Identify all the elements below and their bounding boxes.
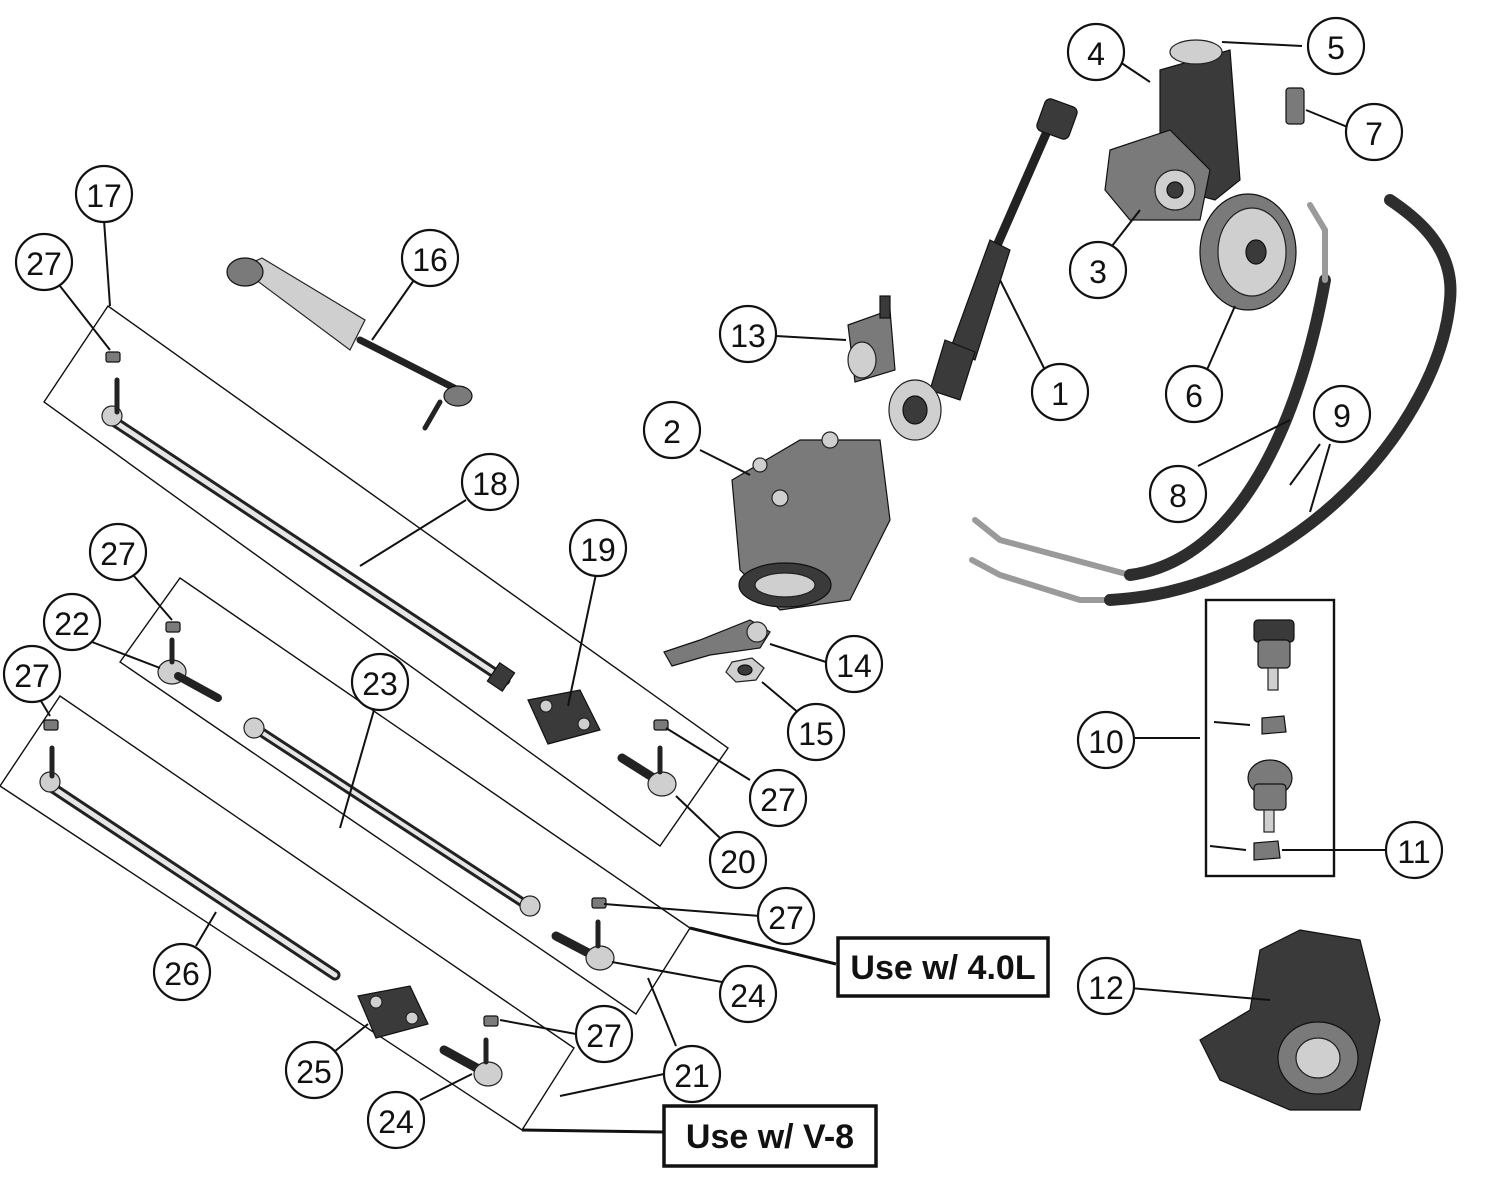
callout-13: 13 xyxy=(718,304,778,364)
steering-knuckle-part xyxy=(1199,929,1381,1111)
steering-stabilizer-part xyxy=(226,257,473,431)
callout-6: 6 xyxy=(1164,364,1224,424)
callout-3-text: 3 xyxy=(1089,254,1107,290)
callout-20-text: 20 xyxy=(720,844,756,880)
pressure-hose-part xyxy=(972,202,1331,581)
callout-7: 7 xyxy=(1344,102,1404,162)
callout-2-text: 2 xyxy=(663,414,681,450)
callout-26-text: 26 xyxy=(164,956,200,992)
callout-1: 1 xyxy=(1030,362,1090,422)
return-hose-part xyxy=(969,194,1457,606)
callout-8: 8 xyxy=(1148,464,1208,524)
callout-16-text: 16 xyxy=(412,242,448,278)
callout-21: 21 xyxy=(662,1044,722,1104)
label-v8-text: Use w/ V-8 xyxy=(686,1118,854,1156)
callout-27-f: 27 xyxy=(574,1004,634,1064)
callout-1-text: 1 xyxy=(1051,376,1069,412)
callout-27-e: 27 xyxy=(756,886,816,946)
callout-8-text: 8 xyxy=(1169,478,1187,514)
callout-27-c-text: 27 xyxy=(14,658,50,694)
kit-frame-ball-joints xyxy=(1204,598,1336,878)
callout-26: 26 xyxy=(152,942,212,1002)
callout-15: 15 xyxy=(786,702,846,762)
adjusting-sleeve-part xyxy=(527,689,601,745)
callout-6-text: 6 xyxy=(1185,378,1203,414)
callout-25: 25 xyxy=(284,1040,344,1100)
callout-17-text: 17 xyxy=(86,178,122,214)
callout-25-text: 25 xyxy=(296,1054,332,1090)
tie-rod-26-part xyxy=(39,745,341,981)
upper-ball-joint-part xyxy=(1213,619,1295,735)
pitman-arm-part xyxy=(663,619,771,667)
leader-lines xyxy=(37,41,1390,1134)
shaft-coupler-part xyxy=(847,295,896,383)
label-4-0l-text: Use w/ 4.0L xyxy=(850,949,1035,987)
callout-27-e-text: 27 xyxy=(768,900,804,936)
callout-13-text: 13 xyxy=(730,318,766,354)
power-steering-pump-part xyxy=(1104,39,1241,221)
drag-link-part xyxy=(243,717,541,917)
callout-7-text: 7 xyxy=(1365,116,1383,152)
callout-12-text: 12 xyxy=(1088,970,1124,1006)
callout-11: 11 xyxy=(1384,820,1444,880)
pitman-nut-part xyxy=(725,657,765,683)
tie-rod-part xyxy=(101,377,516,692)
pump-pulley-part xyxy=(1199,193,1297,311)
callout-14: 14 xyxy=(824,634,884,694)
castle-nut-part xyxy=(43,351,669,1027)
callout-4-text: 4 xyxy=(1087,36,1105,72)
callout-27-b-text: 27 xyxy=(100,536,136,572)
callout-5: 5 xyxy=(1306,16,1366,76)
steering-gearbox-part xyxy=(731,431,891,611)
fitting-part xyxy=(1285,87,1305,125)
callout-24-upper: 24 xyxy=(718,964,778,1024)
callout-21-text: 21 xyxy=(674,1058,710,1094)
callout-14-text: 14 xyxy=(836,648,872,684)
callout-12: 12 xyxy=(1076,956,1136,1016)
callout-27-a: 27 xyxy=(14,232,74,292)
callout-18: 18 xyxy=(460,452,520,512)
callout-27-f-text: 27 xyxy=(586,1018,622,1054)
callout-15-text: 15 xyxy=(798,716,834,752)
callout-24-lower: 24 xyxy=(366,1090,426,1150)
callout-9: 9 xyxy=(1312,384,1372,444)
callout-11-text: 11 xyxy=(1397,834,1430,870)
kit-frame-17 xyxy=(43,305,729,847)
callout-27-d: 27 xyxy=(748,768,808,828)
callout-22: 22 xyxy=(42,592,102,652)
callout-18-text: 18 xyxy=(472,466,508,502)
callout-19: 19 xyxy=(568,518,628,578)
tie-rod-end-22-part xyxy=(157,637,222,702)
callout-24-lower-text: 24 xyxy=(378,1104,414,1140)
steering-shaft-part xyxy=(888,98,1078,441)
callout-22-text: 22 xyxy=(54,606,90,642)
adjusting-sleeve-25-part xyxy=(357,985,429,1039)
callout-16: 16 xyxy=(400,228,460,288)
callout-20: 20 xyxy=(708,830,768,890)
callout-3: 3 xyxy=(1068,240,1128,300)
label-box-4-0l: Use w/ 4.0L xyxy=(836,936,1050,998)
callout-5-text: 5 xyxy=(1327,30,1345,66)
callout-27-a-text: 27 xyxy=(26,246,62,282)
lower-ball-joint-part xyxy=(1209,759,1293,861)
callout-2: 2 xyxy=(642,400,702,460)
callout-27-d-text: 27 xyxy=(760,782,796,818)
callout-4: 4 xyxy=(1066,22,1126,82)
callout-9-text: 9 xyxy=(1333,398,1351,434)
callout-10: 10 xyxy=(1076,710,1136,770)
kit-frame-v8 xyxy=(0,695,575,1131)
callout-17: 17 xyxy=(74,164,134,224)
tie-rod-end-part xyxy=(617,745,677,797)
callout-10-text: 10 xyxy=(1088,724,1124,760)
label-box-v8: Use w/ V-8 xyxy=(662,1104,878,1168)
callout-19-text: 19 xyxy=(580,532,616,568)
callout-23: 23 xyxy=(350,652,410,712)
tie-rod-end-24-lower-part xyxy=(439,1037,503,1087)
callout-23-text: 23 xyxy=(362,666,398,702)
tie-rod-end-24-upper-part xyxy=(551,919,615,971)
callout-24-upper-text: 24 xyxy=(730,978,766,1014)
callout-27-b: 27 xyxy=(88,522,148,582)
callout-27-c: 27 xyxy=(2,644,62,704)
